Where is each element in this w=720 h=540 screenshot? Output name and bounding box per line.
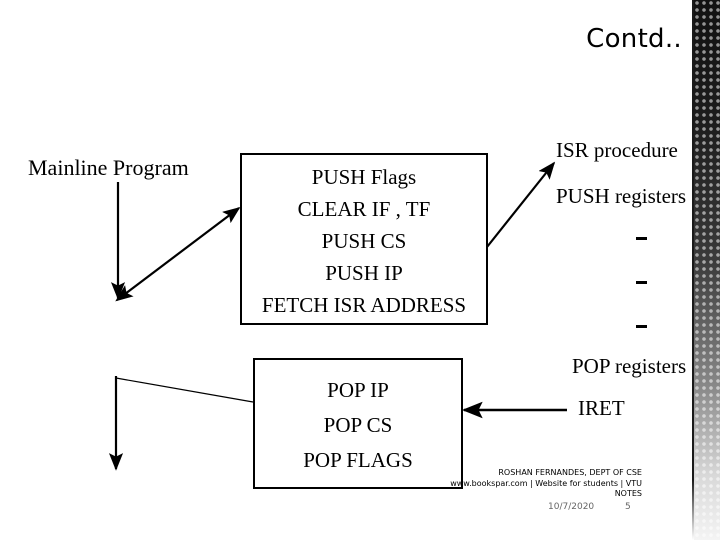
isr-return-line-3: POP FLAGS [303,448,413,472]
page-title: Contd.. [586,24,682,54]
footer-page-number: 5 [625,502,631,512]
isr-pop-registers-label: POP registers [572,354,687,378]
isr-return-line-2: POP CS [323,413,393,437]
isr-return-box: POP IP POP CS POP FLAGS [253,358,463,489]
isr-body-marker-2 [636,281,647,284]
isr-iret-label: IRET [578,396,625,420]
isr-entry-line-5: FETCH ISR ADDRESS [261,293,467,317]
right-strip-divider [692,0,694,540]
footer-site: www.bookspar.com | Website for students … [450,479,642,488]
right-strip-divider-fade [692,480,694,540]
line-isr-return-to-mainline [115,377,254,403]
isr-entry-line-2: CLEAR IF , TF [297,197,431,221]
footer-notes: NOTES [614,489,642,498]
isr-entry-line-1: PUSH Flags [311,165,417,189]
isr-entry-box: PUSH Flags CLEAR IF , TF PUSH CS PUSH IP… [240,153,488,325]
isr-return-line-1: POP IP [327,378,389,402]
right-decorative-strip [694,0,720,540]
arrow-mainline-to-isr-entry [115,206,241,302]
footer-credit: ROSHAN FERNANDES, DEPT OF CSE [498,468,642,477]
mainline-program-label: Mainline Program [28,155,189,180]
isr-body-marker-1 [636,237,647,240]
arrow-isr-entry-to-procedure [486,161,556,248]
isr-entry-line-4: PUSH IP [325,261,403,285]
isr-procedure-label: ISR procedure [556,138,678,162]
isr-body-marker-3 [636,325,647,328]
footer-date: 10/7/2020 [548,502,595,512]
isr-entry-line-3: PUSH CS [321,229,407,253]
isr-push-registers-label: PUSH registers [556,184,687,208]
